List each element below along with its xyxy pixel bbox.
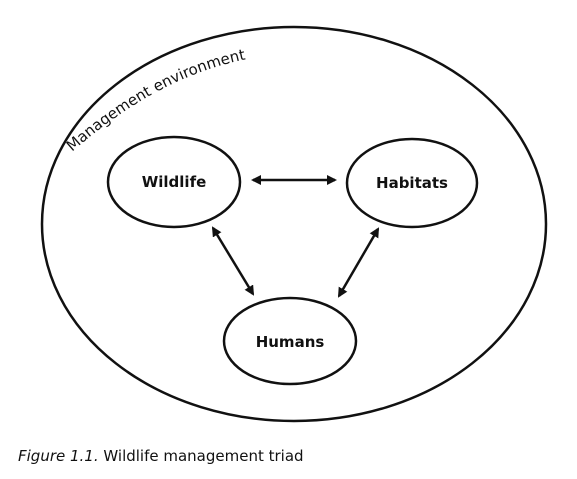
figure-caption: Figure 1.1. Wildlife management triad [18, 447, 304, 465]
habitats-label: Habitats [376, 174, 448, 192]
wildlife-node [106, 135, 242, 229]
management-environment-ellipse [40, 25, 548, 423]
habitats-humans-arrow [337, 227, 380, 298]
wildlife-humans-arrow [211, 226, 255, 296]
humans-node [222, 296, 358, 386]
figure-caption-label: Figure 1.1. [18, 447, 99, 465]
figure-caption-text: Wildlife management triad [98, 447, 304, 465]
wildlife-label: Wildlife [142, 173, 207, 191]
habitats-node [345, 137, 479, 229]
humans-label: Humans [256, 333, 325, 351]
